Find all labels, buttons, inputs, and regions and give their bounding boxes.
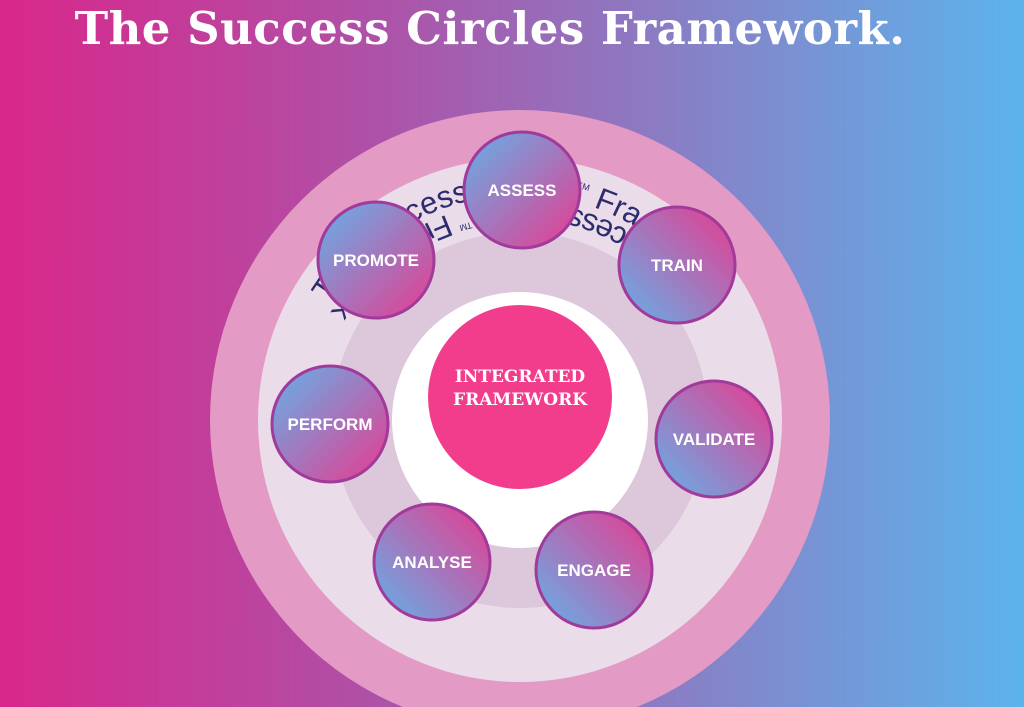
stage-circle-perform	[270, 364, 390, 484]
stage-assess: ASSESS	[462, 130, 582, 250]
stage-label-perform: PERFORM	[288, 415, 373, 434]
stage-engage: ENGAGE	[534, 510, 654, 630]
stage-label-validate: VALIDATE	[673, 430, 755, 449]
stage-label-assess: ASSESS	[488, 181, 557, 200]
center-label-line2: FRAMEWORK	[453, 390, 588, 410]
stage-label-analyse: ANALYSE	[392, 553, 472, 572]
stage-promote: PROMOTE	[316, 200, 436, 320]
stage-circle-promote	[316, 200, 436, 320]
stage-validate: VALIDATE	[654, 379, 774, 499]
page-title: The Success Circles Framework.	[74, 2, 906, 55]
stage-circle-analyse	[372, 502, 492, 622]
stage-train: TRAIN	[617, 205, 737, 325]
center-label-line1: INTEGRATED	[455, 367, 586, 387]
stage-label-engage: ENGAGE	[557, 561, 631, 580]
ring-bottom-trademark: TM	[458, 220, 473, 233]
stage-analyse: ANALYSE	[372, 502, 492, 622]
stages: ASSESS TRAIN VALIDATE ENGAGE ANALYSE PERFORM P…	[270, 130, 774, 630]
stage-circle-engage	[534, 510, 654, 630]
stage-label-train: TRAIN	[651, 256, 703, 275]
stage-circle-validate	[654, 379, 774, 499]
center-circle	[428, 305, 612, 489]
stage-circle-train	[617, 205, 737, 325]
stage-circle-assess	[462, 130, 582, 250]
stage-perform: PERFORM	[270, 364, 390, 484]
stage-label-promote: PROMOTE	[333, 251, 419, 270]
